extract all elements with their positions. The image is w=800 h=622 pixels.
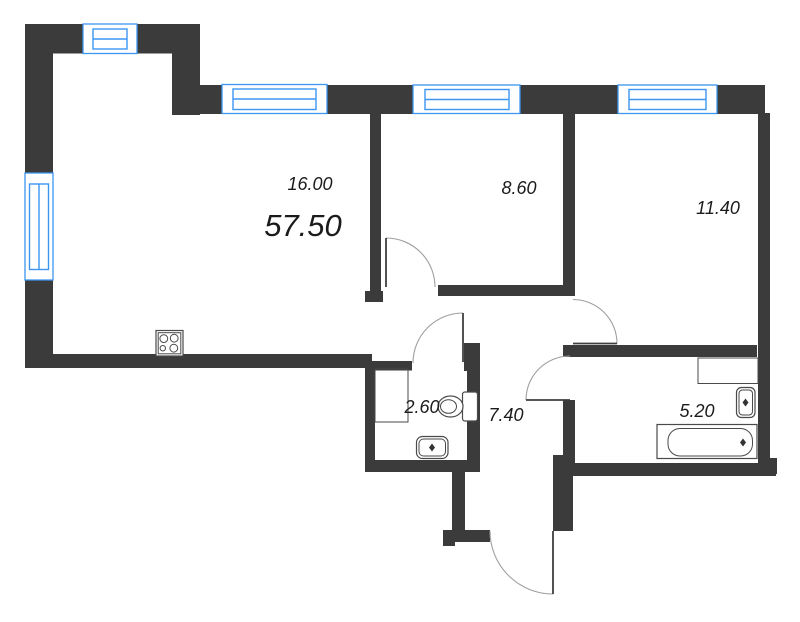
wall-room860-bottom — [438, 285, 563, 296]
window-icon — [82, 23, 138, 55]
door-arc — [489, 530, 554, 595]
doors — [385, 237, 618, 595]
area-label-bathroom: 5.20 — [679, 401, 714, 421]
counter-icon — [697, 357, 759, 384]
washing-machine-icon — [374, 368, 409, 423]
wall-wc-bottom — [365, 460, 480, 472]
fixtures — [155, 329, 759, 460]
wall-living-bottom — [25, 354, 372, 368]
window-icon — [24, 172, 54, 281]
tap-icon — [740, 438, 746, 447]
door-room-11-40 — [572, 298, 618, 345]
wall-divider-living — [370, 113, 381, 292]
wall-bath-left — [563, 400, 575, 466]
wall-left-upper — [25, 24, 53, 174]
area-label-hallway: 7.40 — [488, 405, 523, 425]
tap-icon — [429, 443, 435, 452]
toilet-icon — [437, 391, 479, 422]
wall-vestibule-step — [443, 533, 455, 546]
window-icon — [221, 83, 328, 115]
area-label-total-area: 57.50 — [264, 208, 342, 243]
door-arc — [385, 237, 436, 288]
window-icon — [412, 84, 521, 115]
area-label-living-room-kitchen: 16.00 — [287, 174, 332, 194]
wall-bath-top — [563, 345, 757, 357]
wall-wc-left — [365, 361, 375, 472]
door-arc — [412, 312, 464, 364]
window-icon — [617, 84, 718, 115]
wall-bath-bottom — [563, 463, 776, 476]
room-area-labels: 16.00 57.50 8.60 11.40 2.60 7.40 5.20 — [264, 174, 740, 425]
wc-sink-icon — [415, 435, 449, 460]
windows — [24, 23, 718, 281]
area-label-room-8-60: 8.60 — [501, 178, 536, 198]
door-arc — [572, 298, 618, 344]
wall-divider-rooms — [563, 113, 575, 296]
tap-icon — [742, 398, 749, 407]
stove-icon — [155, 329, 184, 357]
area-label-room-11-40: 11.40 — [696, 198, 740, 218]
wall-wc-top — [365, 361, 412, 371]
wall-vestibule-left — [452, 466, 465, 531]
door-arc — [525, 355, 571, 401]
door-bathroom — [525, 355, 571, 401]
door-room-8-60 — [385, 237, 436, 288]
wall-left-lower — [25, 279, 53, 368]
bathtub-icon — [656, 423, 758, 460]
area-label-wc: 2.60 — [403, 397, 439, 417]
wall-divider-living-foot — [365, 291, 383, 302]
bath-sink-icon — [735, 386, 756, 419]
wall-vestibule-right — [553, 455, 573, 531]
wall-outer-right — [758, 113, 770, 474]
door-wc — [412, 312, 464, 364]
door-entry — [489, 530, 554, 595]
